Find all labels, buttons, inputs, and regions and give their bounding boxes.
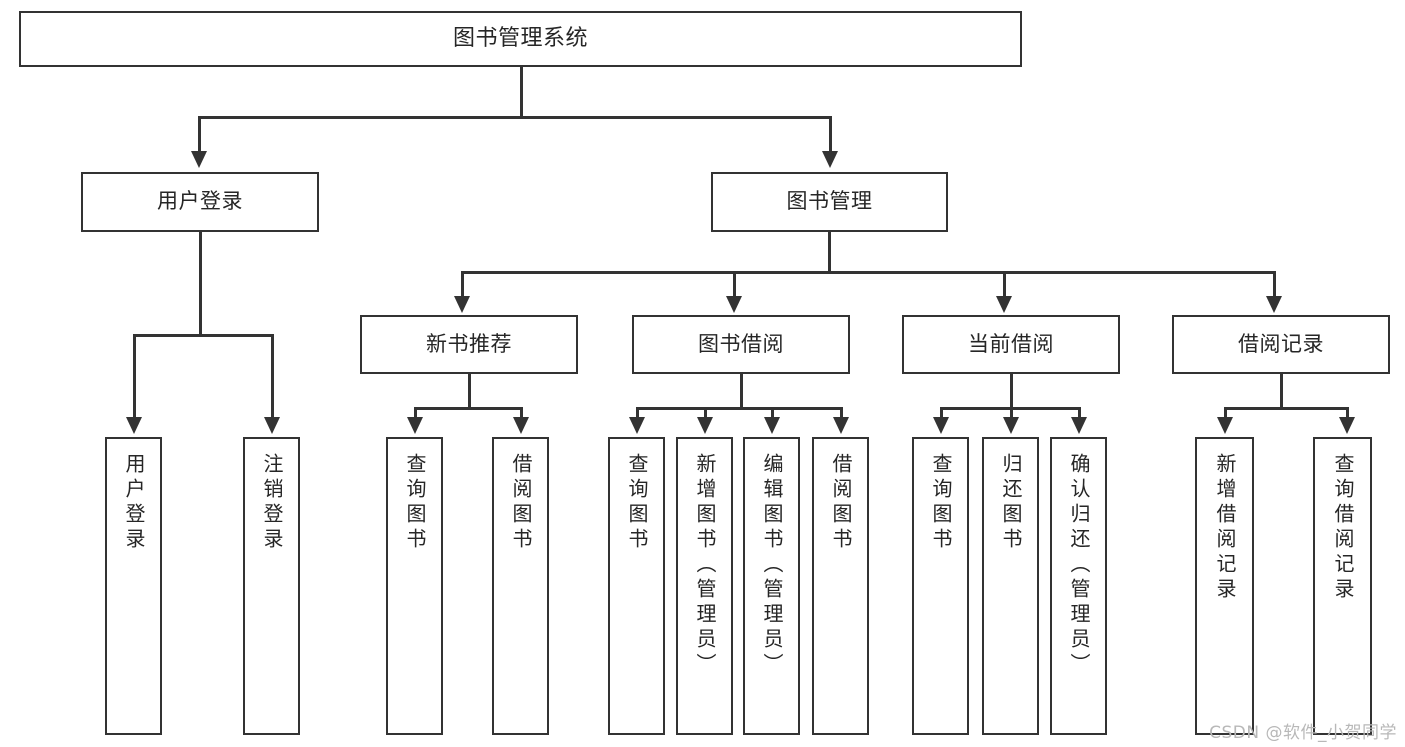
connector-nb-to-leaf-1 bbox=[414, 407, 417, 419]
leaf-label: 借阅图书 bbox=[509, 453, 533, 553]
connector-bm-to-borrow-record bbox=[1273, 271, 1276, 298]
arrow-nb-to-leaf-1 bbox=[407, 417, 423, 434]
leaf-label: 查询图书 bbox=[929, 453, 953, 553]
connector-bb-to-leaf-1 bbox=[636, 407, 639, 419]
leaf-book-borrow-edit-book-admin[interactable]: 编辑图书（管理员） bbox=[743, 437, 800, 735]
node-label: 图书管理 bbox=[786, 189, 873, 214]
connector-user-login-to-leaf-2 bbox=[271, 334, 274, 419]
node-current-borrow[interactable]: 当前借阅 bbox=[902, 315, 1120, 374]
arrow-root-to-user-login bbox=[191, 151, 207, 168]
leaf-borrow-record-query-record[interactable]: 查询借阅记录 bbox=[1313, 437, 1372, 735]
connector-book-borrow-bus bbox=[636, 407, 842, 410]
connector-cb-to-leaf-2 bbox=[1010, 407, 1013, 419]
arrow-bb-to-leaf-1 bbox=[629, 417, 645, 434]
leaf-label: 新增借阅记录 bbox=[1213, 453, 1237, 603]
arrow-user-login-to-leaf-1 bbox=[126, 417, 142, 434]
arrow-br-to-leaf-2 bbox=[1339, 417, 1355, 434]
leaf-current-borrow-confirm-return-admin[interactable]: 确认归还（管理员） bbox=[1050, 437, 1107, 735]
leaf-label: 编辑图书（管理员） bbox=[760, 453, 784, 678]
connector-user-login-stem bbox=[199, 232, 202, 336]
connector-root-to-user-login bbox=[198, 116, 201, 154]
leaf-user-login-logout[interactable]: 注销登录 bbox=[243, 437, 300, 735]
arrow-nb-to-leaf-2 bbox=[513, 417, 529, 434]
leaf-label: 新增图书（管理员） bbox=[693, 453, 717, 678]
leaf-label: 归还图书 bbox=[999, 453, 1023, 553]
connector-br-to-leaf-2 bbox=[1346, 407, 1349, 419]
connector-bb-to-leaf-2 bbox=[704, 407, 707, 419]
leaf-book-borrow-borrow-book[interactable]: 借阅图书 bbox=[812, 437, 869, 735]
leaf-label: 查询借阅记录 bbox=[1331, 453, 1355, 603]
leaf-current-borrow-return-book[interactable]: 归还图书 bbox=[982, 437, 1039, 735]
connector-book-management-stem bbox=[828, 232, 831, 273]
connector-current-borrow-stem bbox=[1010, 374, 1013, 409]
connector-root-stem bbox=[520, 67, 523, 117]
node-label: 新书推荐 bbox=[426, 331, 512, 356]
connector-user-login-bus bbox=[133, 334, 273, 337]
connector-cb-to-leaf-3 bbox=[1078, 407, 1081, 419]
leaf-book-borrow-add-book-admin[interactable]: 新增图书（管理员） bbox=[676, 437, 733, 735]
connector-br-to-leaf-1 bbox=[1224, 407, 1227, 419]
leaf-label: 确认归还（管理员） bbox=[1067, 453, 1091, 678]
connector-root-to-book-management bbox=[829, 116, 832, 154]
connector-new-book-stem bbox=[468, 374, 471, 409]
connector-cb-to-leaf-1 bbox=[940, 407, 943, 419]
connector-borrow-record-stem bbox=[1280, 374, 1283, 409]
connector-bm-to-book-borrow bbox=[733, 271, 736, 298]
arrow-user-login-to-leaf-2 bbox=[264, 417, 280, 434]
leaf-label: 借阅图书 bbox=[829, 453, 853, 553]
connector-book-management-bus bbox=[461, 271, 1275, 274]
connector-new-book-bus bbox=[414, 407, 522, 410]
leaf-new-book-borrow-book[interactable]: 借阅图书 bbox=[492, 437, 549, 735]
connector-root-bus bbox=[198, 116, 831, 119]
leaf-label: 查询图书 bbox=[403, 453, 427, 553]
arrow-bb-to-leaf-2 bbox=[697, 417, 713, 434]
arrow-bb-to-leaf-4 bbox=[833, 417, 849, 434]
leaf-current-borrow-query-book[interactable]: 查询图书 bbox=[912, 437, 969, 735]
arrow-br-to-leaf-1 bbox=[1217, 417, 1233, 434]
leaf-label: 用户登录 bbox=[122, 453, 146, 553]
connector-bb-to-leaf-4 bbox=[840, 407, 843, 419]
connector-bm-to-new-book bbox=[461, 271, 464, 298]
node-user-login[interactable]: 用户登录 bbox=[81, 172, 319, 232]
connector-book-borrow-stem bbox=[740, 374, 743, 409]
arrow-cb-to-leaf-3 bbox=[1071, 417, 1087, 434]
leaf-label: 注销登录 bbox=[260, 453, 284, 553]
leaf-borrow-record-add-record[interactable]: 新增借阅记录 bbox=[1195, 437, 1254, 735]
arrow-cb-to-leaf-2 bbox=[1003, 417, 1019, 434]
arrow-bm-to-book-borrow bbox=[726, 296, 742, 313]
arrow-bm-to-new-book bbox=[454, 296, 470, 313]
leaf-book-borrow-query-book[interactable]: 查询图书 bbox=[608, 437, 665, 735]
node-label: 用户登录 bbox=[157, 189, 243, 214]
leaf-user-login-login[interactable]: 用户登录 bbox=[105, 437, 162, 735]
connector-bb-to-leaf-3 bbox=[771, 407, 774, 419]
node-borrow-record[interactable]: 借阅记录 bbox=[1172, 315, 1390, 374]
connector-user-login-to-leaf-1 bbox=[133, 334, 136, 419]
arrow-root-to-book-management bbox=[822, 151, 838, 168]
node-new-book-recommend[interactable]: 新书推荐 bbox=[360, 315, 578, 374]
node-book-management[interactable]: 图书管理 bbox=[711, 172, 948, 232]
leaf-label: 查询图书 bbox=[625, 453, 649, 553]
leaf-new-book-query-book[interactable]: 查询图书 bbox=[386, 437, 443, 735]
connector-bm-to-current-borrow bbox=[1003, 271, 1006, 298]
arrow-bm-to-borrow-record bbox=[1266, 296, 1282, 313]
node-root-book-management-system[interactable]: 图书管理系统 bbox=[19, 11, 1022, 67]
connector-borrow-record-bus bbox=[1224, 407, 1348, 410]
arrow-bb-to-leaf-3 bbox=[764, 417, 780, 434]
node-label: 图书管理系统 bbox=[452, 25, 588, 51]
arrow-bm-to-current-borrow bbox=[996, 296, 1012, 313]
node-label: 图书借阅 bbox=[698, 331, 784, 356]
connector-nb-to-leaf-2 bbox=[520, 407, 523, 419]
node-label: 当前借阅 bbox=[968, 331, 1054, 356]
node-label: 借阅记录 bbox=[1238, 331, 1324, 356]
node-book-borrow[interactable]: 图书借阅 bbox=[632, 315, 850, 374]
arrow-cb-to-leaf-1 bbox=[933, 417, 949, 434]
